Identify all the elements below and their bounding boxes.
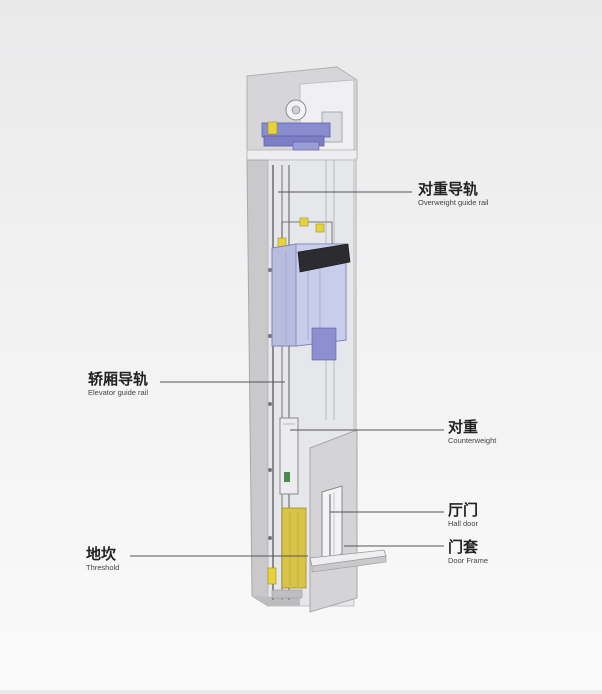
label-hall-door: 厅门 Hall door [448, 503, 478, 528]
elevator-car [271, 217, 351, 361]
label-threshold-en: Threshold [86, 563, 120, 572]
traction-machine [261, 99, 331, 151]
leader-lines [130, 191, 444, 557]
label-door-frame-cn: 门套 [448, 538, 479, 556]
label-threshold: 地坎 Threshold [86, 547, 119, 572]
hall-wall [309, 429, 387, 613]
counterweight-block [279, 417, 299, 495]
label-door-frame-en: Door Frame [448, 556, 489, 565]
label-hall-door-en: Hall door [448, 519, 479, 528]
label-door-frame: 门套 Door Frame [448, 540, 488, 565]
label-car-rail-cn: 轿厢导轨 [88, 370, 149, 388]
label-car-rail-en: Elevator guide rail [88, 388, 149, 397]
label-threshold-cn: 地坎 [86, 545, 117, 563]
label-counterweight-cn: 对重 [448, 418, 479, 436]
label-car-rail: 轿厢导轨 Elevator guide rail [88, 372, 148, 397]
label-counterweight: 对重 Counterweight [448, 420, 496, 445]
buffer-and-pit [267, 507, 307, 599]
label-counterweight-rail-en: Overweight guide rail [418, 198, 489, 207]
label-counterweight-en: Counterweight [448, 436, 497, 445]
label-counterweight-rail-cn: 对重导轨 [418, 180, 479, 198]
label-hall-door-cn: 厅门 [448, 501, 479, 519]
label-counterweight-rail: 对重导轨 Overweight guide rail [418, 182, 488, 207]
